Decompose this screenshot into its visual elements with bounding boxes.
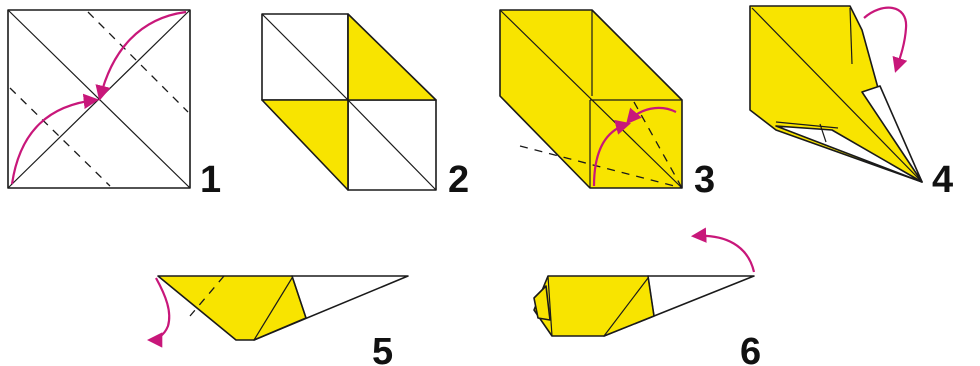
paper-yellow-face [533, 285, 551, 321]
fold-line [849, 7, 853, 65]
step-4: 4 [749, 5, 953, 201]
fold-line [819, 123, 827, 143]
valley-fold-line [633, 101, 683, 189]
fold-arrow [10, 93, 100, 185]
step-number: 6 [740, 331, 761, 366]
step-6: 6 [533, 227, 761, 366]
fold-line [347, 99, 437, 191]
paper-white-face [775, 125, 923, 183]
fold-arrow [95, 10, 187, 101]
paper-square [7, 9, 191, 189]
step-number: 3 [694, 159, 715, 201]
fold-line [751, 7, 923, 183]
fold-line [253, 277, 293, 341]
step-number: 1 [200, 159, 221, 201]
fold-line [647, 275, 655, 317]
fold-arrow [690, 227, 756, 273]
fold-arrow [863, 6, 908, 73]
fold-arrow [146, 277, 171, 348]
step-1: 1 [7, 9, 221, 201]
step-number: 5 [372, 331, 393, 366]
fold-line [603, 277, 649, 337]
step-number: 2 [448, 159, 469, 201]
fold-line [291, 275, 307, 319]
valley-fold-line [519, 145, 683, 189]
step-2: 2 [261, 13, 469, 201]
fold-line [261, 13, 349, 101]
fold-line [775, 121, 839, 129]
paper-white-face [861, 85, 923, 183]
fold-line [499, 9, 683, 189]
fold-arrow [592, 119, 631, 187]
step-3: 3 [499, 9, 715, 201]
step-number: 4 [932, 159, 953, 201]
paper-yellow-face [347, 13, 437, 101]
fold-line [547, 275, 553, 337]
step-5: 5 [146, 275, 409, 366]
fold-arrow [625, 106, 677, 125]
paper-yellow-face [261, 99, 349, 191]
paper-yellow-face [157, 275, 307, 341]
